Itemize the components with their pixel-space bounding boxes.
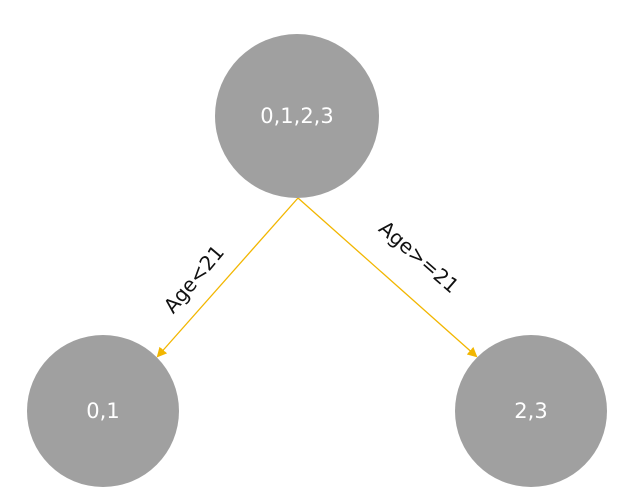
right-child-node-label: 2,3 — [514, 399, 547, 423]
edge-right-label: Age>=21 — [374, 216, 463, 298]
root-node-label: 0,1,2,3 — [260, 104, 333, 128]
edge-left-label: Age<21 — [159, 240, 229, 317]
left-child-node-label: 0,1 — [86, 399, 119, 423]
edge-left-arrow — [156, 197, 299, 358]
root-node-circle — [215, 34, 379, 198]
root-node: 0,1,2,3 — [215, 34, 379, 198]
right-child-node-circle — [455, 335, 607, 487]
left-child-node: 0,1 — [27, 335, 179, 487]
edge-right-arrow — [297, 197, 478, 358]
left-child-node-circle — [27, 335, 179, 487]
right-child-node: 2,3 — [455, 335, 607, 487]
